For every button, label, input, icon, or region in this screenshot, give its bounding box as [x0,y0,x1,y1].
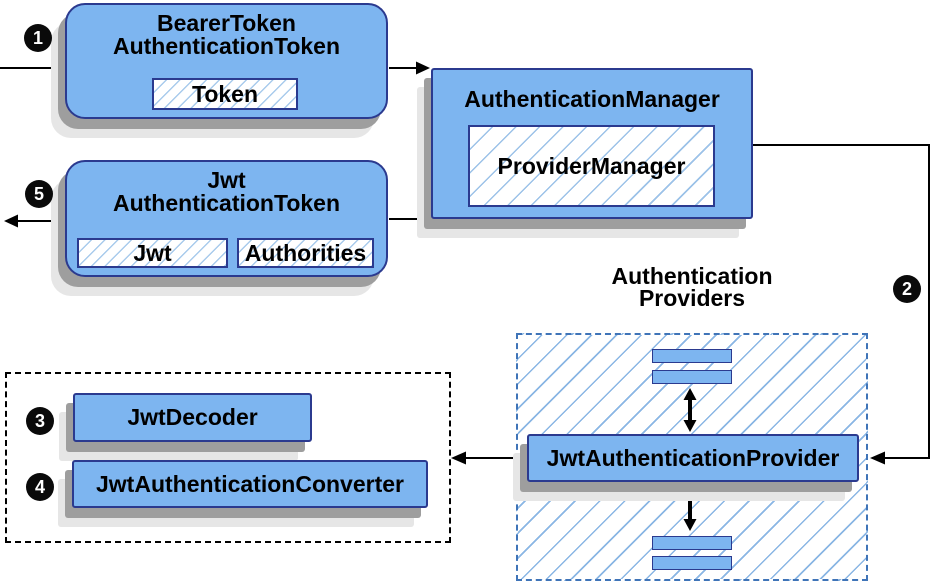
provider-placeholder-bar [652,370,732,384]
jwt-authentication-token-box: Jwt AuthenticationToken Jwt Authorities [65,160,388,277]
arrowhead-response-out [4,214,18,228]
bearer-token-title-line1: BearerToken [157,10,296,36]
jwt-decoder-box: JwtDecoder [73,393,312,442]
step-4-badge: 4 [26,473,54,501]
jwt-token-box-title: Jwt AuthenticationToken [67,169,386,215]
step-3-badge: 3 [26,407,54,435]
bearer-token-authentication-token-box: BearerToken AuthenticationToken Token [65,3,388,119]
jwt-authentication-provider-box: JwtAuthenticationProvider [527,434,859,482]
bearer-token-box-title: BearerToken AuthenticationToken [67,12,386,58]
step-1-badge: 1 [24,24,52,52]
jwt-authentication-converter-box: JwtAuthenticationConverter [72,460,428,508]
jwt-token-title-line2: AuthenticationToken [112,190,340,216]
arrowhead-provider-to-converter-group [451,451,466,465]
jwt-token-title-line1: Jwt [207,167,246,193]
step-2-badge: 2 [893,275,921,303]
provider-placeholder-bar [652,536,732,550]
jwt-chip: Jwt [77,238,228,268]
authentication-manager-box: AuthenticationManager ProviderManager [431,68,753,219]
arrowhead-manager-to-provider [870,451,885,465]
token-chip: Token [152,78,298,110]
step-5-badge: 5 [25,180,53,208]
bearer-token-title-line2: AuthenticationToken [112,33,340,59]
jwt-converter-group [5,372,451,543]
authorities-chip: Authorities [237,238,374,268]
provider-placeholder-bar [652,556,732,570]
providers-caption-line1: Authentication [611,263,773,289]
providers-caption-line2: Providers [638,285,746,311]
provider-manager-chip: ProviderManager [468,125,715,207]
provider-placeholder-bar [652,349,732,363]
authentication-manager-title: AuthenticationManager [464,86,720,112]
arrowhead-bearer-to-manager [416,61,430,75]
authentication-providers-caption: Authentication Providers [516,263,868,311]
